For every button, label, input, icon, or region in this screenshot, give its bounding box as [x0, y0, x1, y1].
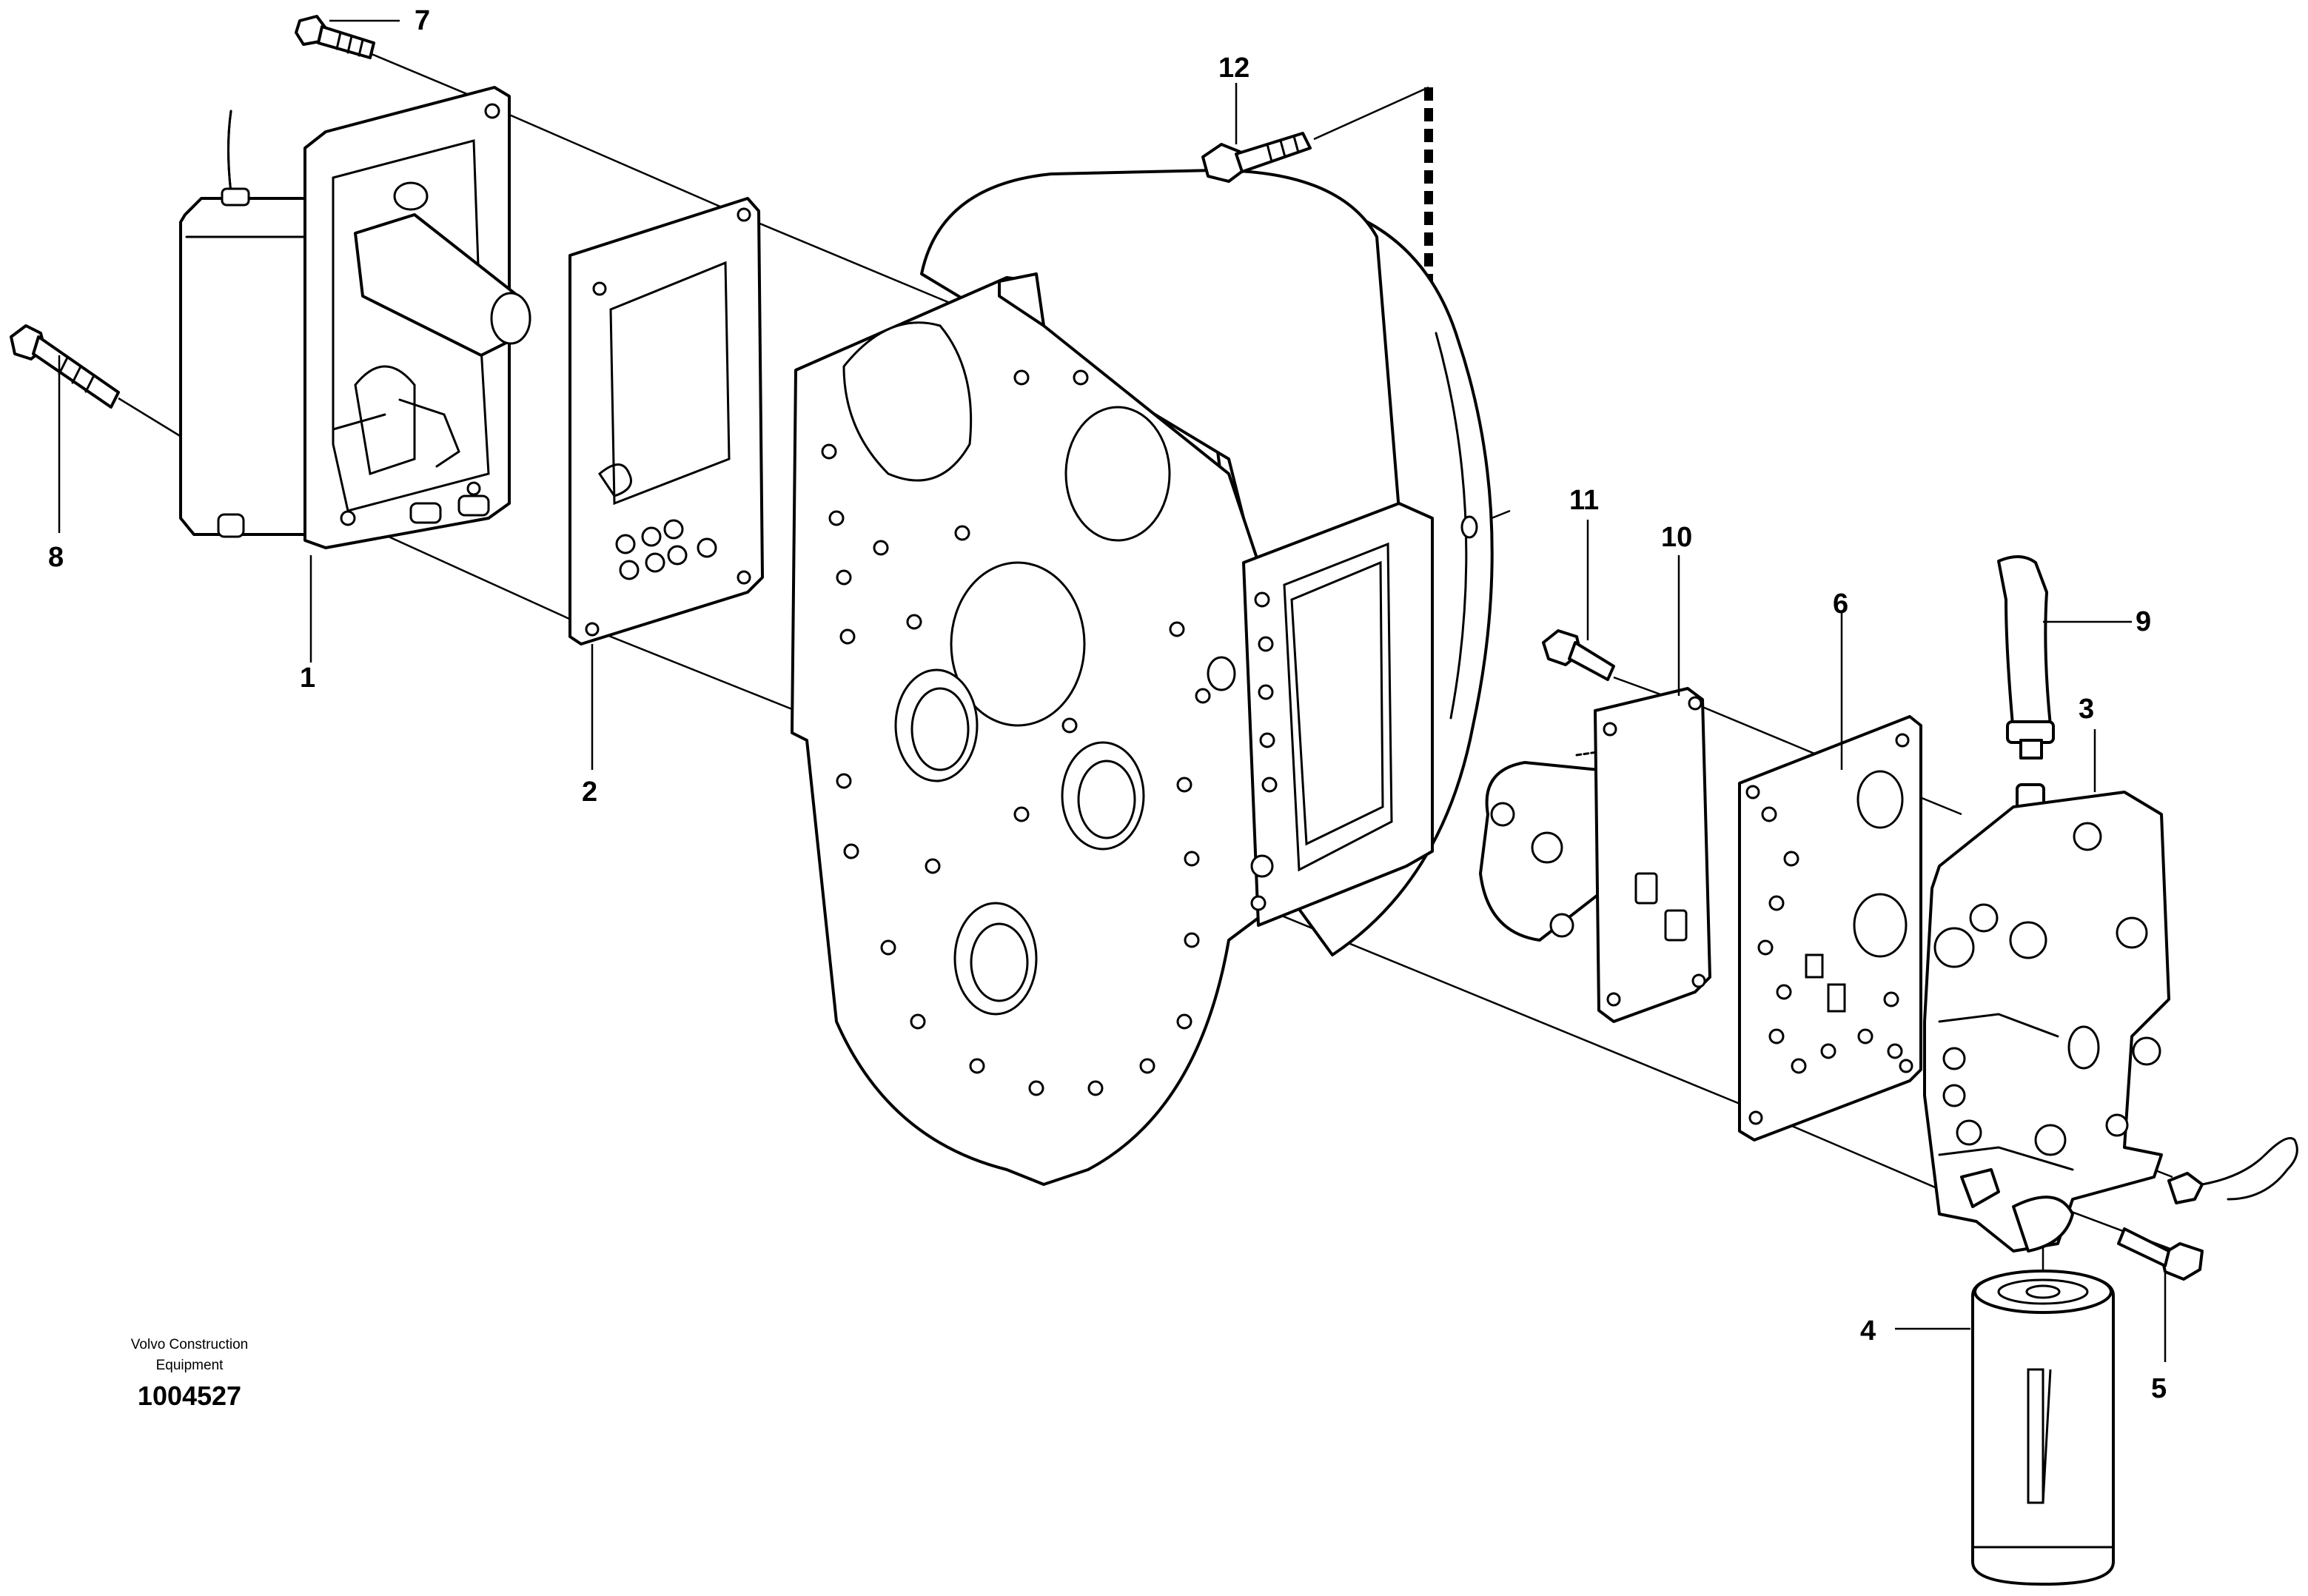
callout-12: 12	[1218, 53, 1249, 84]
footer-branding: Volvo Construction Equipment 1004527	[131, 1337, 248, 1411]
bolt-part-8	[10, 324, 120, 409]
pump-part-10	[1479, 687, 1711, 1023]
sensor-with-wire	[2167, 1137, 2298, 1204]
callout-7: 7	[415, 5, 430, 36]
callout-8: 8	[48, 542, 64, 573]
filter-cartridge-part-4	[1971, 1270, 2115, 1586]
gasket-part-6	[1738, 715, 1922, 1141]
callout-labels: 1 2 3 4 5 6 7 8 9 10 11 12	[48, 5, 2167, 1404]
callout-2: 2	[582, 777, 597, 808]
control-valve-assembly	[179, 86, 531, 549]
callout-leaders	[58, 19, 2167, 1362]
callout-9: 9	[2136, 606, 2151, 637]
bolt-part-12	[1201, 132, 1312, 183]
transmission-housing	[791, 169, 1494, 1186]
callout-3: 3	[2079, 694, 2094, 725]
callout-5: 5	[2151, 1373, 2167, 1404]
brand-line-1: Volvo Construction	[131, 1337, 248, 1352]
callout-4: 4	[1860, 1315, 1876, 1347]
callout-11: 11	[1569, 485, 1599, 516]
bolt-part-11	[1542, 629, 1615, 681]
gasket-part-2	[568, 197, 764, 646]
hose-part-9	[1997, 555, 2055, 823]
bolt-part-5	[2117, 1227, 2204, 1281]
callout-10: 10	[1661, 522, 1692, 553]
callout-1: 1	[300, 663, 315, 694]
brand-line-2: Equipment	[156, 1358, 224, 1373]
callout-6: 6	[1833, 589, 1848, 620]
drawing-number: 1004527	[138, 1381, 241, 1411]
bolt-part-7	[295, 15, 375, 59]
filter-head-part-3	[1923, 791, 2170, 1253]
